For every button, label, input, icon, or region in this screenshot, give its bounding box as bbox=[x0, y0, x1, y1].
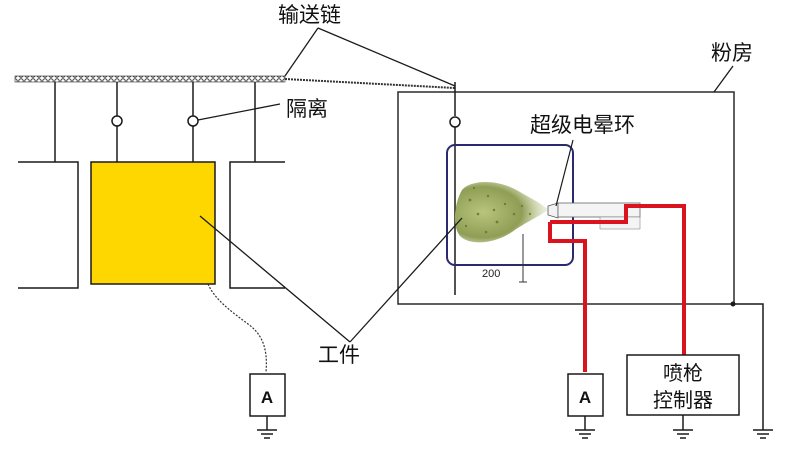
gun-controller-label-2: 控制器 bbox=[653, 388, 713, 412]
corona-ring-pointer bbox=[555, 139, 574, 207]
red-cable-controller bbox=[550, 204, 686, 355]
meter-right bbox=[567, 373, 604, 417]
conveyor-chain-slope bbox=[284, 78, 456, 89]
leader-chain-right bbox=[317, 27, 456, 87]
ground-wire-left bbox=[207, 283, 267, 373]
powder-booth bbox=[397, 91, 735, 305]
meter-left-label: A bbox=[261, 388, 273, 407]
label-corona-ring: 超级电晕环 bbox=[530, 113, 635, 137]
spray-gun-body bbox=[557, 202, 641, 218]
isolator-3 bbox=[187, 115, 199, 127]
left-part-outline bbox=[18, 161, 79, 289]
powder-dots bbox=[464, 186, 532, 234]
spray-gun-nozzle bbox=[547, 202, 559, 219]
leader-booth bbox=[713, 65, 734, 93]
label-conveyor-chain: 输送链 bbox=[278, 3, 341, 27]
distance-label: 200 bbox=[482, 268, 500, 280]
leader-isolation bbox=[197, 103, 281, 121]
gun-controller-label-1: 喷枪 bbox=[663, 361, 703, 385]
gun-controller bbox=[626, 354, 740, 416]
isolator-2 bbox=[111, 115, 123, 127]
right-part-outline bbox=[229, 161, 285, 289]
leader-chain-left bbox=[284, 27, 319, 77]
booth-isolator bbox=[449, 116, 461, 128]
label-workpiece: 工件 bbox=[318, 343, 360, 367]
booth-ground-wire bbox=[733, 303, 764, 430]
meter-right-label: A bbox=[579, 388, 591, 407]
red-cable-ground bbox=[548, 222, 587, 372]
powder-spray bbox=[454, 182, 548, 243]
label-powder-booth: 粉房 bbox=[711, 41, 753, 65]
leader-workpiece-right bbox=[349, 217, 463, 343]
workpiece-yellow bbox=[90, 161, 216, 285]
label-isolation: 隔离 bbox=[286, 97, 328, 121]
conveyor-chain bbox=[14, 75, 286, 83]
leader-workpiece-left bbox=[199, 215, 351, 343]
